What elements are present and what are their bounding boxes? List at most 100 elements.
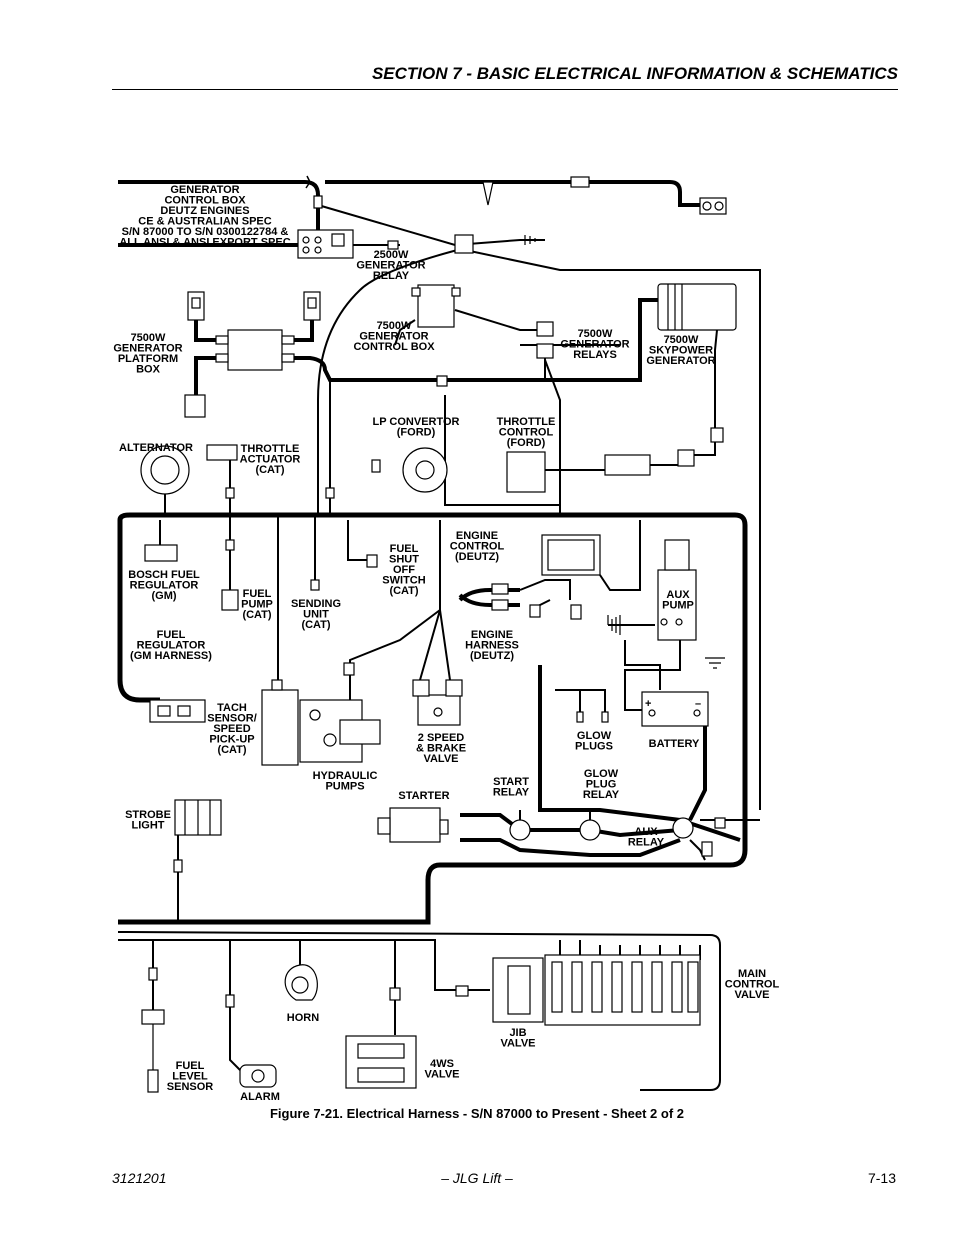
throttle-control — [506, 451, 546, 493]
battery — [641, 691, 709, 727]
wire-break-marker — [305, 175, 311, 189]
label-line: 7500W — [578, 328, 613, 340]
bosch-fuel-regulator — [144, 544, 178, 562]
label-line: (CAT) — [389, 585, 418, 597]
label-line: OFF — [393, 564, 415, 576]
label-line: (CAT) — [242, 609, 271, 621]
fuel-shutoff-switch — [366, 554, 378, 568]
label-line: STROBE — [125, 809, 171, 821]
label-line: 7500W — [664, 334, 699, 346]
label-line: 7500W — [131, 332, 166, 344]
label-line: CONTROL — [499, 427, 554, 439]
label-alternator: ALTERNATOR — [119, 442, 193, 454]
label-alarm: ALARM — [240, 1091, 280, 1103]
label-line: RELAY — [583, 789, 620, 801]
label-line: 7500W — [377, 320, 412, 332]
fuel-level-sensor — [147, 1069, 159, 1093]
battery-minus-symbol: – — [695, 698, 701, 710]
label-line: HYDRAULIC — [313, 770, 378, 782]
label-line: BOX — [136, 364, 161, 376]
label-line: JIB — [509, 1027, 526, 1039]
connector — [313, 195, 323, 209]
label-line: CONTROL — [450, 541, 505, 553]
label-line: GENERATOR — [170, 184, 239, 196]
glow-plug — [576, 711, 584, 723]
connector — [173, 859, 183, 873]
connector — [148, 967, 158, 981]
connector — [389, 987, 401, 1001]
label-line: ALARM — [240, 1091, 280, 1103]
label-battery: BATTERY — [649, 738, 700, 750]
connector — [225, 487, 235, 499]
doc-number: 3121201 — [112, 1170, 167, 1186]
label-line: PICK-UP — [209, 734, 254, 746]
label-line: PUMP — [241, 599, 273, 611]
generator-relay-7500w — [536, 343, 554, 359]
label-line: (FORD) — [397, 427, 436, 439]
fuel-pump — [221, 589, 239, 611]
label-line: 2500W — [374, 249, 409, 261]
platform-box — [227, 329, 283, 371]
section-title: SECTION 7 - BASIC ELECTRICAL INFORMATION… — [371, 64, 898, 83]
label-line: (CAT) — [217, 744, 246, 756]
label-line: CONTROL — [725, 979, 780, 991]
battery-plus-symbol: + — [645, 698, 651, 710]
connector — [225, 994, 235, 1008]
fuel-level-sensor-head — [141, 1009, 165, 1025]
top-harness — [118, 180, 700, 230]
label-line: ENGINE — [456, 530, 498, 542]
publisher: – JLG Lift – — [441, 1170, 513, 1186]
label-line: (GM HARNESS) — [130, 650, 212, 662]
label-line: HARNESS — [465, 640, 519, 652]
connector — [225, 539, 235, 551]
label-line: S/N 87000 TO S/N 0300122784 & — [122, 226, 289, 238]
label-line: LP CONVERTOR — [373, 416, 460, 428]
label-line: START — [493, 776, 529, 788]
label-line: SENSOR — [167, 1081, 214, 1093]
label-line: ENGINE — [471, 629, 513, 641]
label-line: FUEL — [176, 1060, 205, 1072]
label-line: BOSCH FUEL — [128, 569, 200, 581]
label-line: PUMP — [662, 600, 694, 612]
label-line: UNIT — [303, 609, 329, 621]
tach-sensor — [261, 689, 299, 766]
label-line: 2 SPEED — [418, 732, 465, 744]
connector — [455, 985, 469, 997]
generator-control-box-7500w — [417, 284, 455, 328]
label-line: FUEL — [390, 543, 419, 555]
label-horn: HORN — [287, 1012, 319, 1024]
label-line: RELAYS — [573, 349, 617, 361]
label-line: RELAY — [373, 270, 410, 282]
generator-control-box — [297, 229, 354, 259]
connector — [714, 817, 726, 829]
label-line: REGULATOR — [137, 640, 206, 652]
starter — [389, 807, 441, 843]
label-line: CONTROL BOX — [353, 341, 435, 353]
label-line: RELAY — [493, 787, 530, 799]
label-line: GENERATOR — [646, 355, 715, 367]
connector — [325, 487, 335, 499]
label-line: GENERATOR — [560, 339, 629, 351]
label-line: LIGHT — [132, 820, 165, 832]
label-line: TACH — [217, 702, 247, 714]
